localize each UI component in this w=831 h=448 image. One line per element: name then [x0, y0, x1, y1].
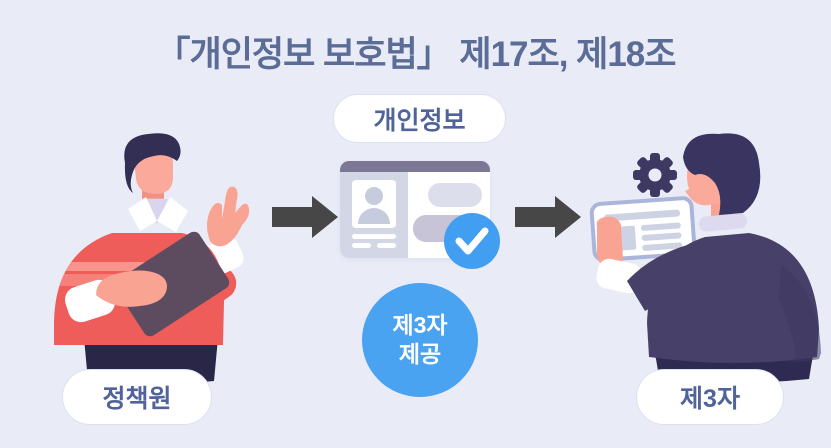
- head: [124, 133, 188, 232]
- tablet: [114, 231, 230, 337]
- chat-bubble-icon: [428, 183, 482, 207]
- arrow-right-icon: [515, 196, 581, 238]
- source-label: 정책원: [102, 385, 172, 413]
- data-label: 개인정보: [373, 106, 466, 135]
- page-title: 「개인정보 보호법」 제17조, 제18조: [155, 35, 677, 74]
- person-avatar-icon: [365, 187, 383, 205]
- card-titlebar: [340, 161, 490, 172]
- card-profile-panel: [340, 172, 408, 258]
- illustration-third-party: [589, 133, 821, 383]
- text-line: [352, 243, 371, 248]
- provision-line2: 제공: [398, 341, 442, 367]
- id-card: [352, 180, 396, 228]
- target-label-pill: 제3자: [636, 369, 784, 425]
- arrow-right-icon: [272, 196, 338, 238]
- gear-icon: [633, 153, 677, 197]
- text-line: [352, 234, 396, 239]
- target-label: 제3자: [680, 385, 740, 413]
- check-icon: [444, 213, 500, 269]
- source-label-pill: 정책원: [62, 369, 212, 425]
- provision-line1: 제3자: [392, 312, 448, 338]
- text-line: [377, 243, 396, 248]
- holding-hand: [64, 270, 167, 323]
- head: [683, 133, 761, 232]
- provision-circle: 제3자 제공: [362, 283, 478, 397]
- data-label-pill: 개인정보: [333, 94, 506, 143]
- jacket: [647, 233, 819, 363]
